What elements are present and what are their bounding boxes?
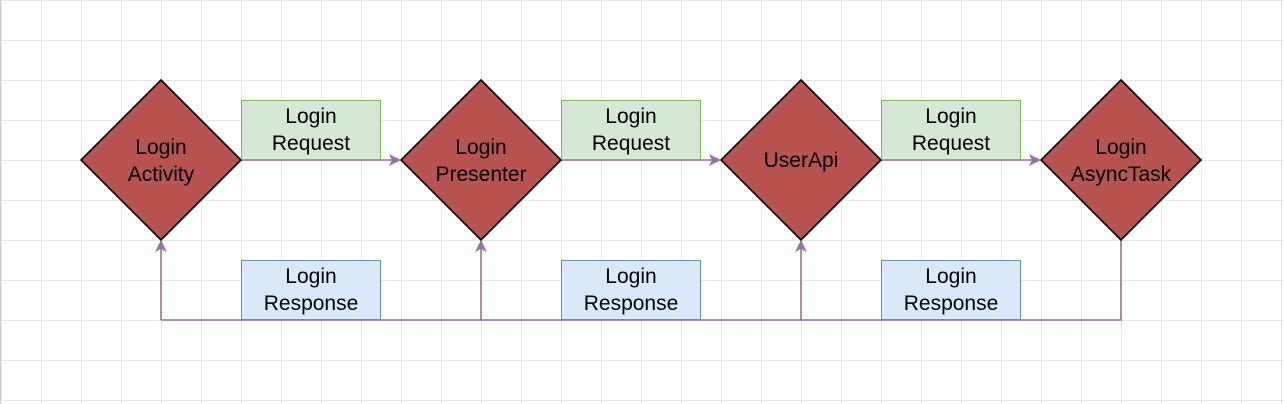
login-request-box-1-line2: Request (271, 132, 351, 155)
login-request-box-3[interactable]: Login Request (881, 100, 1021, 160)
login-response-box-2-line2: Response (583, 292, 679, 315)
login-response-box-3-line2: Response (903, 292, 999, 315)
login-presenter-diamond[interactable] (399, 78, 563, 242)
login-request-box-1-line1: Login (285, 105, 337, 128)
login-response-box-3[interactable]: Login Response (881, 260, 1021, 320)
login-request-box-1[interactable]: Login Request (241, 100, 381, 160)
login-request-box-2[interactable]: Login Request (561, 100, 701, 160)
login-response-box-3-line1: Login (925, 265, 977, 288)
login-response-box-1-line2: Response (263, 292, 359, 315)
login-request-box-3-line2: Request (911, 132, 991, 155)
login-request-box-3-line1: Login (925, 105, 977, 128)
login-response-box-1-line1: Login (285, 265, 337, 288)
login-request-box-2-line1: Login (605, 105, 657, 128)
login-activity-diamond[interactable] (79, 78, 243, 242)
login-response-box-2-line1: Login (605, 265, 657, 288)
user-api-diamond[interactable] (719, 78, 883, 242)
login-response-box-2[interactable]: Login Response (561, 260, 701, 320)
login-request-box-2-line2: Request (591, 132, 671, 155)
login-asynctask-diamond[interactable] (1039, 78, 1203, 242)
login-response-box-1[interactable]: Login Response (241, 260, 381, 320)
